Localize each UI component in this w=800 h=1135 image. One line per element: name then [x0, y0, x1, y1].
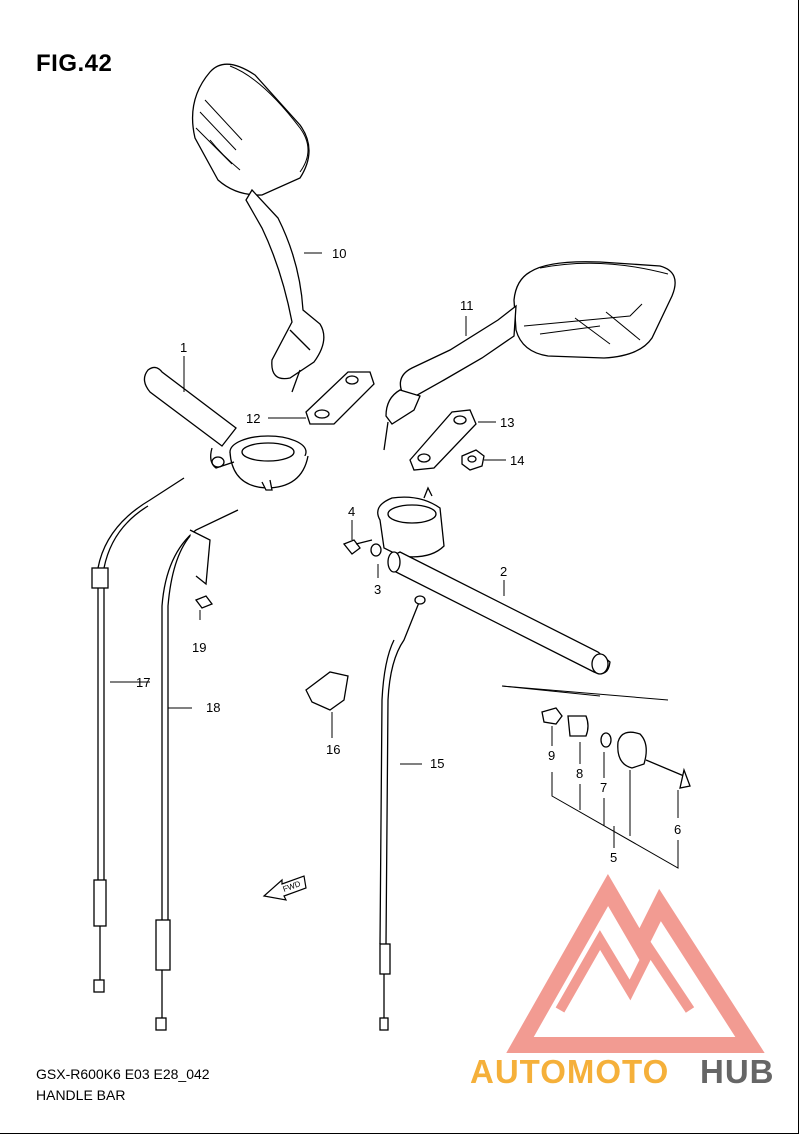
callout-1: 1: [180, 340, 187, 355]
callout-15: 15: [430, 756, 444, 771]
callout-12: 12: [246, 411, 260, 426]
fwd-arrow: FWD: [262, 875, 307, 901]
callout-labels: 1 2 3 4 5 6 7 8 9 10 11 12 13 14 15 16 1…: [136, 246, 681, 865]
part-11-right-mirror: [383, 261, 676, 451]
callout-3: 3: [374, 582, 381, 597]
model-code: GSX-R600K6 E03 E28_042: [36, 1066, 210, 1082]
watermark-logo: [506, 873, 765, 1053]
callout-5: 5: [610, 850, 617, 865]
part-16-clip: [305, 671, 349, 711]
part-17-cable: [91, 477, 185, 993]
callout-16: 16: [326, 742, 340, 757]
part-14-nut: [461, 449, 485, 471]
part-4-bolt: [342, 539, 373, 555]
part-2-right-handlebar: [377, 486, 611, 675]
part-18-cable: [155, 509, 239, 1031]
part-13-bracket: [409, 409, 477, 471]
part-10-left-mirror: [191, 63, 325, 393]
watermark-part1: AUTOMOTO: [470, 1053, 669, 1090]
callout-19: 19: [192, 640, 206, 655]
callout-10: 10: [332, 246, 346, 261]
part-15-cable: [379, 595, 426, 1031]
bar-end-weight-set: [501, 685, 691, 789]
figure-title: FIG.42: [36, 50, 113, 77]
part-3-washer: [370, 543, 382, 557]
callout-18: 18: [206, 700, 220, 715]
callout-13: 13: [500, 415, 514, 430]
callout-17: 17: [136, 675, 150, 690]
callout-2: 2: [500, 564, 507, 579]
leader-lines: [110, 252, 679, 869]
callout-8: 8: [576, 766, 583, 781]
part-12-bracket: [305, 371, 375, 425]
callout-9: 9: [548, 748, 555, 763]
callout-11: 11: [460, 298, 474, 313]
callout-4: 4: [348, 504, 355, 519]
callout-14: 14: [510, 453, 524, 468]
watermark-part2: HUB: [700, 1053, 775, 1090]
part-1-left-handlebar: [143, 366, 309, 491]
part-19-screw: [194, 595, 214, 609]
watermark-text: AUTOMOTO HUB: [470, 1053, 775, 1090]
section-title: HANDLE BAR: [36, 1087, 126, 1103]
callout-6: 6: [674, 822, 681, 837]
callout-7: 7: [600, 780, 607, 795]
